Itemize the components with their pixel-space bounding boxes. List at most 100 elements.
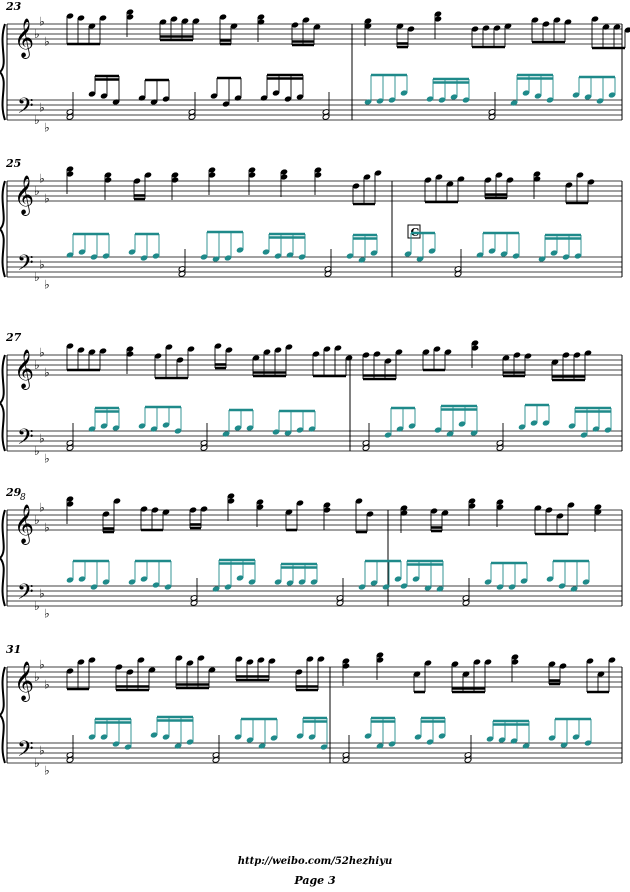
beamed-note-group [426,77,470,103]
chord [66,735,74,763]
chord [212,735,220,763]
key-signature-flats: ♭♭♭ [34,587,50,621]
flat-icon: ♭ [44,35,50,49]
chord [533,171,541,199]
beamed-note-group [568,406,612,438]
flat-icon: ♭ [39,501,45,515]
chord [66,423,74,451]
beamed-note-group [296,716,328,750]
beamed-note-group [484,561,528,590]
beamed-note-group [291,17,321,47]
beamed-note-group [66,657,96,691]
beamed-note-group [531,17,572,44]
flat-icon: ♭ [44,764,50,778]
chord [496,423,504,451]
beamed-note-group [346,233,378,263]
footer-url: http://weibo.com/52hezhiyu [237,856,393,867]
key-signature-flats: ♭♭♭ [34,501,50,535]
bass-staff [7,585,622,607]
beamed-note-group [140,506,170,532]
chord [314,167,322,195]
beamed-note-group [295,656,325,692]
bass-clef-icon: 𝄢 [17,94,34,124]
beamed-note-group [210,76,242,107]
chord [66,496,74,524]
chord [488,92,496,120]
beamed-note-group [396,23,415,49]
beamed-note-group [362,349,403,381]
beamed-note-group [272,409,316,436]
beamed-note-group [414,716,446,745]
beamed-note-group [551,350,592,382]
beamed-note-group [66,343,107,372]
flat-icon: ♭ [44,121,50,135]
flat-icon: ♭ [39,346,45,360]
treble-staff [7,180,622,202]
treble-clef-icon: 𝄞 [14,18,34,59]
key-signature-flats: ♭♭♭ [34,258,50,292]
grand-staff-brace [0,180,6,278]
beamed-note-group [222,408,254,437]
beamed-note-group [422,346,452,372]
bass-clef-icon: 𝄢 [17,251,34,281]
chord [104,172,112,200]
chord [464,735,472,763]
flat-icon: ♭ [34,670,40,684]
flat-icon: ♭ [39,432,45,446]
beamed-note-group [274,562,318,586]
chord [178,249,186,277]
key-signature-flats: ♭♭♭ [34,101,50,135]
beamed-note-group [66,232,110,260]
beamed-note-group [262,232,306,260]
beamed-note-group [154,344,195,380]
chord [364,18,372,46]
flat-icon: ♭ [34,756,40,770]
chord [511,654,519,682]
beamed-note-group [430,508,449,533]
bass-staff [7,99,622,121]
beamed-note-group [189,506,208,530]
chord [171,172,179,200]
bass-staff [7,430,622,452]
beamed-note-group [128,232,160,261]
chord [400,505,408,533]
beamed-note-group [364,716,396,749]
flat-icon: ♭ [39,744,45,758]
chord [454,249,462,277]
beamed-note-group [548,661,567,686]
beamed-note-group [234,717,278,749]
bass-staff [7,742,622,764]
chord [434,11,442,39]
flat-icon: ♭ [34,358,40,372]
beamed-note-group [138,405,182,434]
beamed-note-group [451,659,492,694]
beamed-note-group [138,78,170,105]
measure-number: 29 [5,486,22,499]
flat-icon: ♭ [44,366,50,380]
music-system: 25𝄞𝄢♭♭♭♭♭♭C [0,157,623,292]
beamed-note-group [66,559,110,590]
beamed-note-group [502,352,532,378]
beamed-note-group [285,500,304,532]
beamed-note-group [424,174,465,204]
music-system: 29𝄞𝄢♭♭♭♭♭♭8 [0,486,623,621]
chord [248,167,256,195]
bass-clef-icon: 𝄢 [17,425,34,455]
beamed-note-group [133,172,152,201]
flat-icon: ♭ [34,270,40,284]
beamed-note-group [400,559,444,592]
flat-icon: ♭ [44,278,50,292]
measure-number: 25 [5,157,21,170]
beamed-note-group [591,16,630,50]
chord [208,167,216,195]
chord [190,578,198,606]
beamed-note-group [586,657,616,694]
beamed-note-group [200,230,244,262]
page-number: Page 3 [294,874,336,887]
music-system: 27𝄞𝄢♭♭♭♭♭♭ [0,331,623,466]
beamed-note-group [471,23,512,49]
flat-icon: ♭ [39,101,45,115]
grand-staff-brace [0,509,6,607]
flat-icon: ♭ [39,658,45,672]
chord [322,92,330,120]
